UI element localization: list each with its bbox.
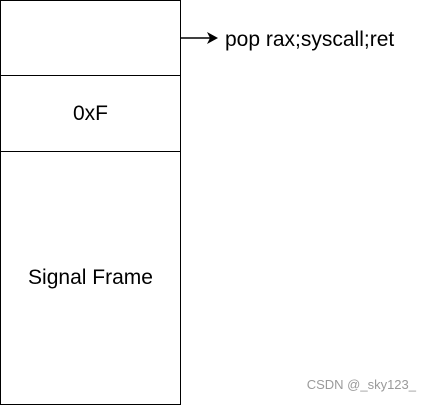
arrow-icon [181,32,218,44]
watermark: CSDN @_sky123_ [306,377,416,392]
signal-frame-label: Signal Frame [28,266,153,289]
stack-slot-rax-value: 0xF [1,76,180,152]
stack-diagram: 0xF Signal Frame [0,0,181,405]
arrow-head [207,32,218,44]
stack-slot-signal-frame: Signal Frame [1,152,180,404]
rax-value-label: 0xF [72,101,108,125]
gadget-label: pop rax;syscall;ret [225,28,395,51]
stack-slot-return-address [1,1,180,76]
